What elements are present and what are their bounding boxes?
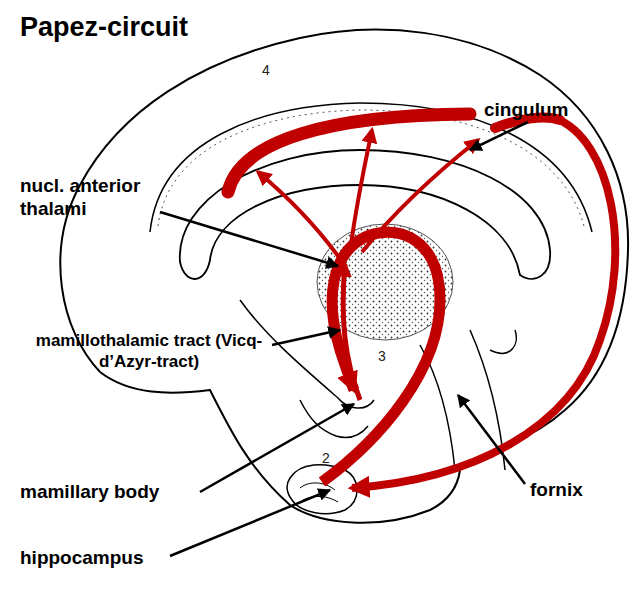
hypothalamus-outline — [240, 300, 374, 408]
cingulum-tract — [352, 118, 615, 488]
leader-arrow — [458, 395, 525, 484]
structure-label: fornix — [530, 478, 583, 501]
callout-number: 2 — [322, 450, 330, 466]
leader-arrow — [170, 490, 330, 556]
callout-number: 4 — [262, 62, 270, 78]
callout-number: 3 — [378, 348, 386, 364]
diagram-title: Papez-circuit — [20, 12, 188, 43]
optic-chiasm — [300, 400, 368, 438]
structure-label: cingulum — [484, 98, 568, 121]
thalamocingulate-fibers — [350, 130, 372, 252]
structure-label: nucl. anterior thalami — [20, 174, 195, 220]
leader-arrow — [200, 404, 354, 492]
cingulum-tract — [228, 114, 470, 192]
mamillothalamic-tract — [343, 264, 360, 400]
brain-outline — [60, 30, 628, 445]
leader-arrow — [272, 330, 340, 345]
fornix-tract — [322, 232, 440, 482]
structure-label: mamillothalamic tract (Vicq-d’Azyr-tract… — [14, 330, 284, 372]
hippocampus-shape — [287, 465, 357, 514]
leader-arrow — [160, 212, 338, 266]
thalamocingulate-fibers — [258, 172, 338, 256]
structure-label: hippocampus — [20, 546, 144, 569]
structure-label: mamillary body — [20, 480, 159, 503]
thalamocingulate-fibers — [362, 140, 478, 252]
leader-arrow — [470, 122, 528, 150]
